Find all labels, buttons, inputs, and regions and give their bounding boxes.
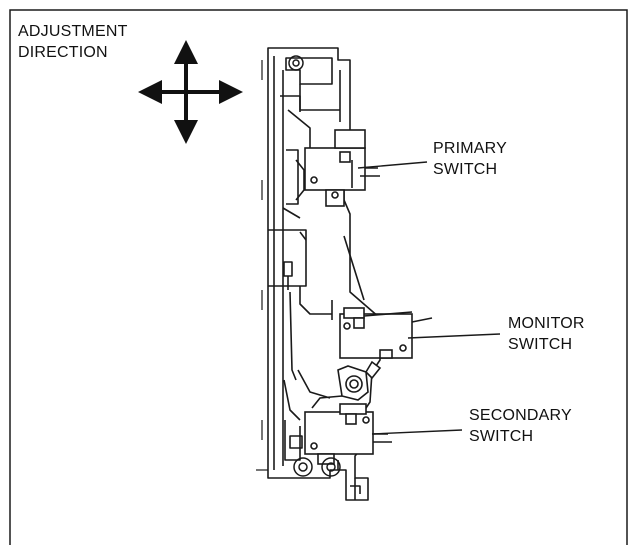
monitor-label-line1: MONITOR (508, 315, 585, 332)
secondary-leader-line (371, 429, 463, 435)
secondary-switch-body (304, 403, 392, 465)
adjustment-label-line2: DIRECTION (18, 44, 108, 61)
monitor-switch-body (339, 307, 433, 359)
adjustment-label-line1: ADJUSTMENT (18, 23, 128, 40)
latch-cam (311, 360, 382, 409)
diagram-border (9, 9, 628, 545)
monitor-switch-label: MONITOR SWITCH (508, 313, 585, 355)
secondary-switch-label: SECONDARY SWITCH (469, 405, 572, 447)
monitor-leader-line (407, 333, 501, 339)
four-way-arrow-icon (138, 40, 243, 144)
latch-bracket (256, 47, 381, 501)
primary-leader-line (357, 161, 428, 169)
primary-label-line1: PRIMARY (433, 140, 508, 157)
adjustment-direction-label: ADJUSTMENT DIRECTION (18, 21, 128, 63)
primary-switch-body (304, 129, 380, 207)
secondary-label-line1: SECONDARY (469, 407, 572, 424)
monitor-label-line2: SWITCH (508, 336, 573, 353)
secondary-label-line2: SWITCH (469, 428, 534, 445)
primary-switch-label: PRIMARY SWITCH (433, 138, 507, 180)
leader-lines (357, 161, 501, 435)
top-screw-icon (288, 55, 304, 71)
bottom-screws-icon (293, 457, 341, 477)
primary-label-line2: SWITCH (433, 161, 498, 178)
